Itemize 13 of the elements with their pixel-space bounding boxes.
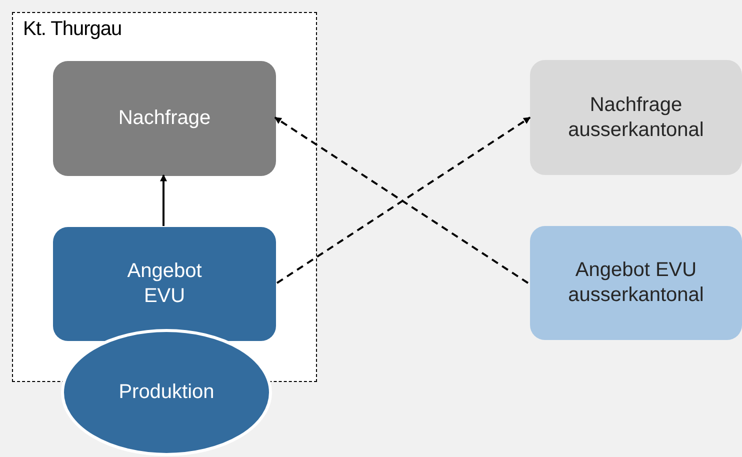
region-label: Kt. Thurgau: [23, 17, 122, 42]
arrow: [160, 174, 167, 226]
process-box: [530, 60, 742, 175]
region-frame: [12, 12, 317, 382]
process-box: [53, 61, 276, 176]
node-label: Nachfrage: [117, 106, 212, 131]
process-ellipse: [61, 329, 272, 456]
node-label: Nachfrage ausserkantonal: [567, 92, 705, 142]
node-label: Angebot EVU ausserkantonal: [567, 258, 705, 308]
process-box: [530, 226, 742, 340]
process-box: [53, 227, 276, 341]
node-label: Produktion: [118, 380, 216, 405]
node-label: Angebot EVU: [126, 259, 203, 309]
